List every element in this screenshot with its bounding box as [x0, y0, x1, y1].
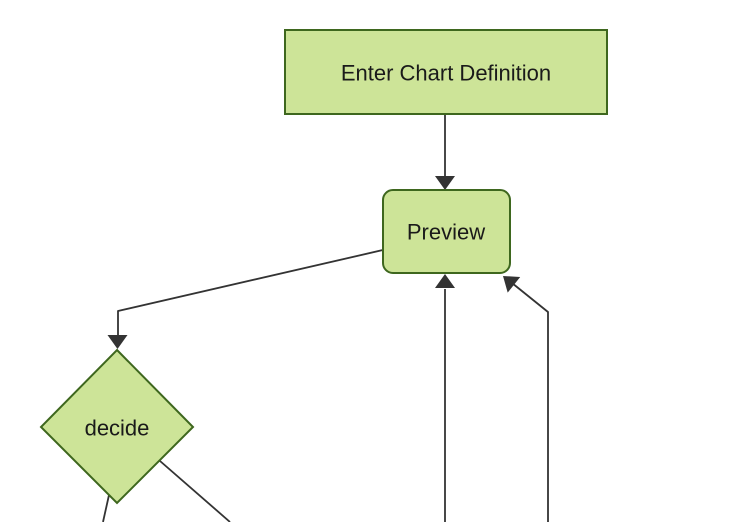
- node-labels: Enter Chart Definition Preview decide: [85, 61, 552, 441]
- node-preview-label: Preview: [407, 220, 485, 245]
- edge-offscreen-to-preview-corner: [511, 282, 549, 522]
- arrowhead-into-preview-bottom: [435, 274, 455, 288]
- arrowhead-into-preview-top: [435, 176, 455, 190]
- node-decide: [39, 348, 195, 505]
- node-decide-label: decide: [85, 416, 150, 441]
- nodes: [39, 29, 608, 505]
- node-enter-chart-definition-label: Enter Chart Definition: [341, 61, 551, 86]
- arrowheads: [107, 176, 521, 349]
- edge-preview-to-decide: [117, 249, 384, 336]
- node-shapes: [39, 29, 608, 505]
- node-enter-chart-definition: [284, 29, 608, 115]
- node-preview: [382, 189, 511, 274]
- arrowhead-into-decide-top: [107, 335, 128, 349]
- edges: [102, 114, 549, 522]
- arrowhead-into-preview-corner: [503, 276, 521, 293]
- edge-decide-to-offscreen-right: [159, 460, 231, 522]
- edge-decide-to-offscreen-left: [102, 494, 110, 522]
